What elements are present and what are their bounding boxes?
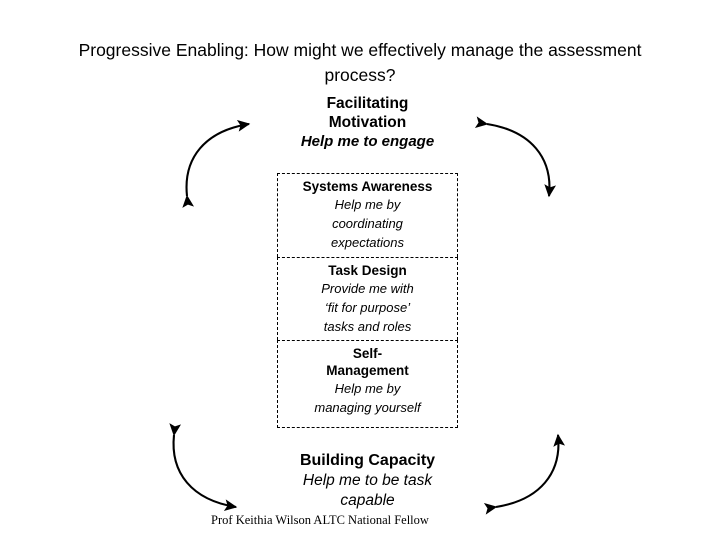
stack-cell-self-management: Self- Management Help me by managing you…: [277, 340, 458, 428]
building-capacity-block: Building Capacity Help me to be task cap…: [255, 451, 480, 511]
bottom-heading: Building Capacity: [299, 452, 436, 469]
arrow-top-right: [474, 116, 557, 198]
arrow-bottom-left: [169, 423, 238, 512]
stack-cell-task-design: Task Design Provide me with ‘fit for pur…: [277, 257, 458, 340]
bottom-subtitle-line1: Help me to be task: [302, 472, 433, 489]
arrow-top-left: [182, 119, 251, 208]
cell-body-line3: expectations: [331, 235, 404, 250]
cell-heading: Task Design: [328, 263, 407, 278]
attribution-line: Prof Keithia Wilson ALTC National Fellow: [211, 513, 429, 527]
facilitating-motivation-block: Facilitating Motivation Help me to engag…: [255, 94, 480, 151]
cell-heading: Systems Awareness: [302, 179, 433, 194]
top-subtitle: Help me to engage: [300, 133, 435, 150]
top-heading-line1: Facilitating: [326, 95, 409, 112]
cell-body-line2: coordinating: [332, 216, 403, 231]
top-heading-line2: Motivation: [328, 114, 407, 131]
cell-body-line1: Provide me with: [321, 281, 414, 296]
cell-heading-line2: Management: [326, 363, 409, 378]
bottom-subtitle-line2: capable: [340, 492, 395, 509]
cell-body-line2: managing yourself: [314, 400, 421, 415]
arrow-bottom-right: [483, 433, 566, 515]
cell-body-line3: tasks and roles: [323, 319, 412, 334]
stack-cell-systems-awareness: Systems Awareness Help me by coordinatin…: [277, 173, 458, 257]
page-title: Progressive Enabling: How might we effec…: [78, 40, 642, 85]
cell-body-line2: ‘fit for purpose’: [324, 300, 411, 315]
cell-body-line1: Help me by: [334, 197, 401, 212]
cell-heading-line1: Self-: [352, 346, 383, 361]
enabling-stack: Systems Awareness Help me by coordinatin…: [277, 173, 458, 428]
cell-body-line1: Help me by: [334, 381, 401, 396]
